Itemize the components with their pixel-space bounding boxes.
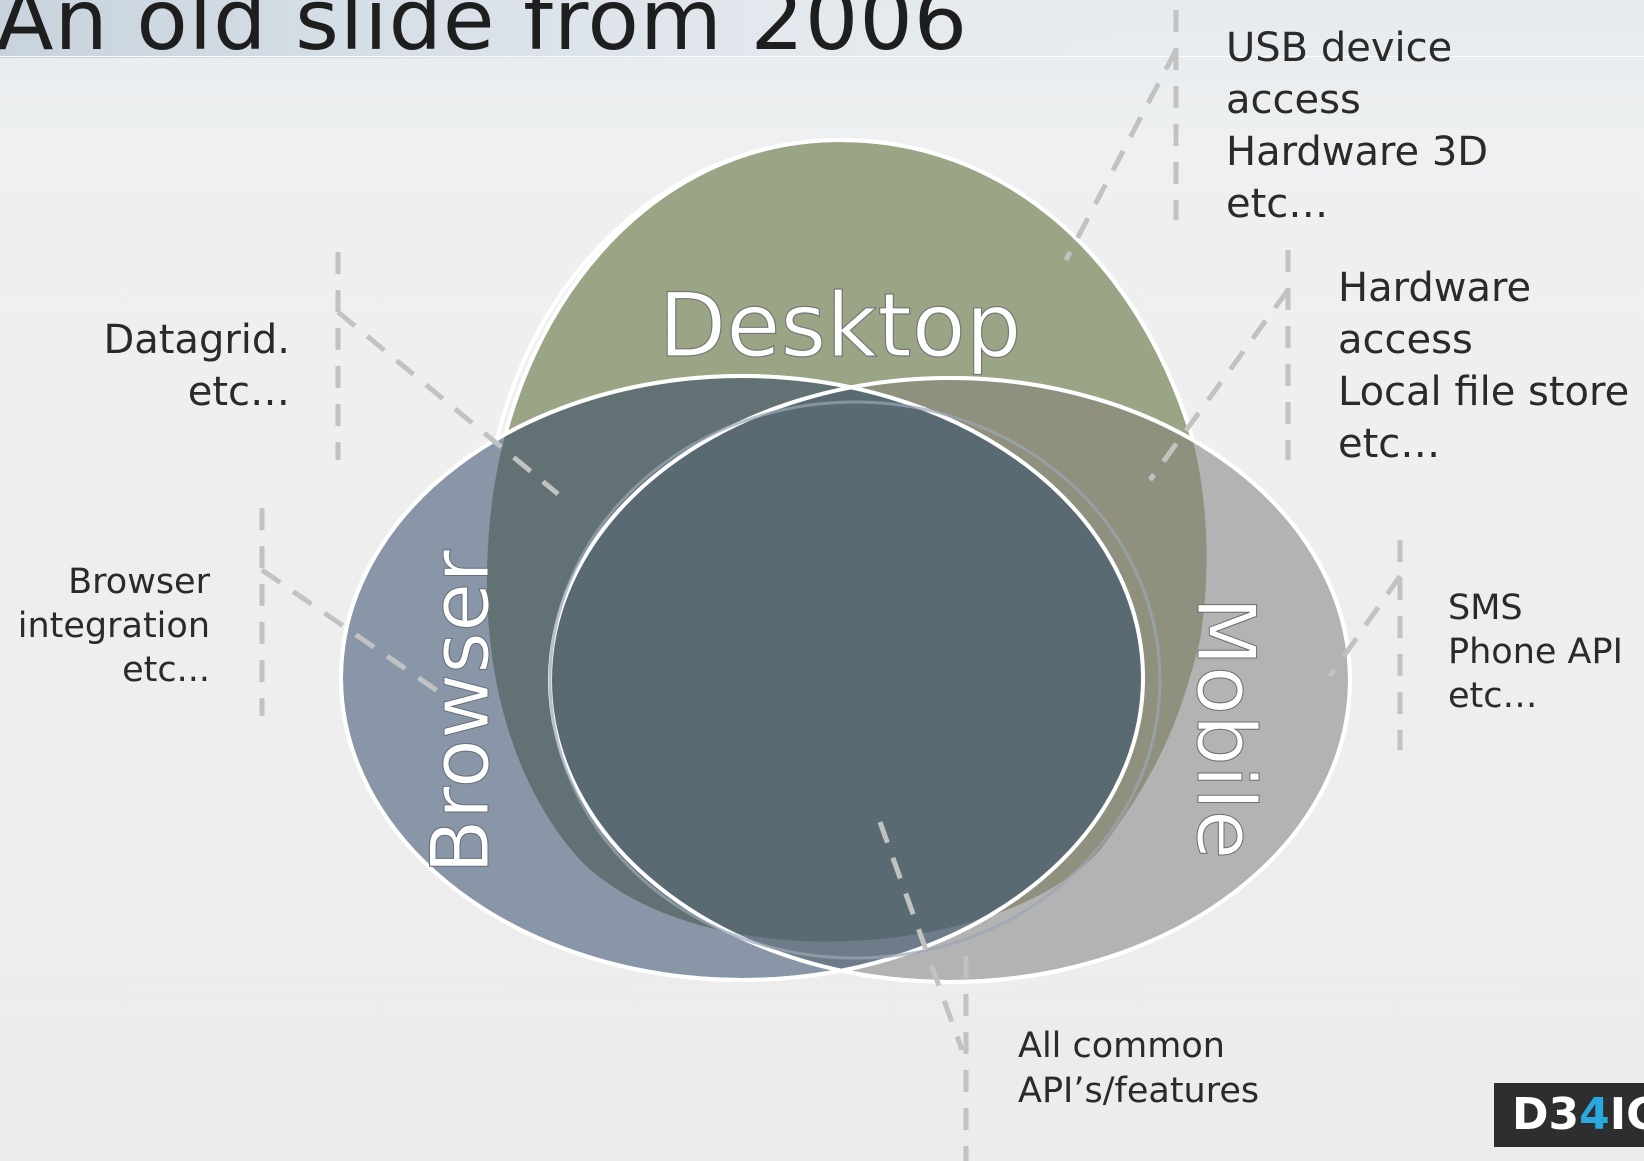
usb-callout-line: USB device xyxy=(1226,25,1453,71)
common-leader-line xyxy=(877,821,965,1051)
hardware-callout-line: access xyxy=(1338,317,1473,363)
title-band xyxy=(0,0,1170,58)
sms-leader-line xyxy=(1327,574,1403,678)
browser-label: Browser xyxy=(414,550,507,874)
browser-callout-line: etc... xyxy=(122,650,210,690)
sms-callout-line: Phone API xyxy=(1448,632,1623,672)
common-callout: All common API’s/features xyxy=(1018,1024,1259,1114)
desktop-label: Desktop xyxy=(659,274,1022,377)
datagrid-callout: Datagrid. etc… xyxy=(80,314,290,418)
datagrid-callout-line: etc… xyxy=(187,369,290,415)
hardware-callout-line: Hardware xyxy=(1338,265,1532,311)
mobile-label: Mobile xyxy=(1179,597,1272,859)
hardware-callout-line: Local file store xyxy=(1338,369,1630,415)
usb-callout-line: Hardware 3D xyxy=(1226,129,1489,175)
desktop-outline xyxy=(839,138,1192,431)
brand-logo: D34IG xyxy=(1494,1083,1644,1147)
sms-callout: SMS Phone API etc… xyxy=(1448,586,1623,718)
browser-callout: Browser integration etc... xyxy=(0,560,210,692)
hardware-callout-line: etc… xyxy=(1338,421,1441,467)
inner-highlight-ring xyxy=(548,400,1162,960)
browser-outline xyxy=(339,374,1145,982)
datagrid-callout-line: Datagrid. xyxy=(103,317,290,363)
logo-text-a: D3 xyxy=(1512,1089,1580,1140)
usb-callout: USB device access Hardware 3D etc… xyxy=(1226,22,1488,230)
logo-text-accent: 4 xyxy=(1579,1089,1610,1140)
common-callout-line: All common xyxy=(1018,1026,1225,1066)
desktop-left-outline xyxy=(495,138,841,441)
usb-callout-line: etc… xyxy=(1226,181,1329,227)
sms-callout-line: etc… xyxy=(1448,676,1538,716)
usb-leader-line xyxy=(1063,48,1179,262)
common-callout-line: API’s/features xyxy=(1018,1071,1260,1111)
hardware-leader-line xyxy=(1147,288,1291,482)
slide-title: An old slide from 2006 xyxy=(0,0,969,69)
browser-callout-line: integration xyxy=(17,606,210,646)
logo-text-c: IG xyxy=(1609,1089,1644,1140)
usb-callout-line: access xyxy=(1226,77,1361,123)
datagrid-leader-line xyxy=(336,310,560,496)
hardware-callout: Hardware access Local file store etc… xyxy=(1338,262,1629,470)
browser-callout-line: Browser xyxy=(68,562,210,602)
title-rule xyxy=(0,56,1644,57)
center-overlap xyxy=(550,378,1143,942)
sms-callout-line: SMS xyxy=(1448,588,1523,628)
